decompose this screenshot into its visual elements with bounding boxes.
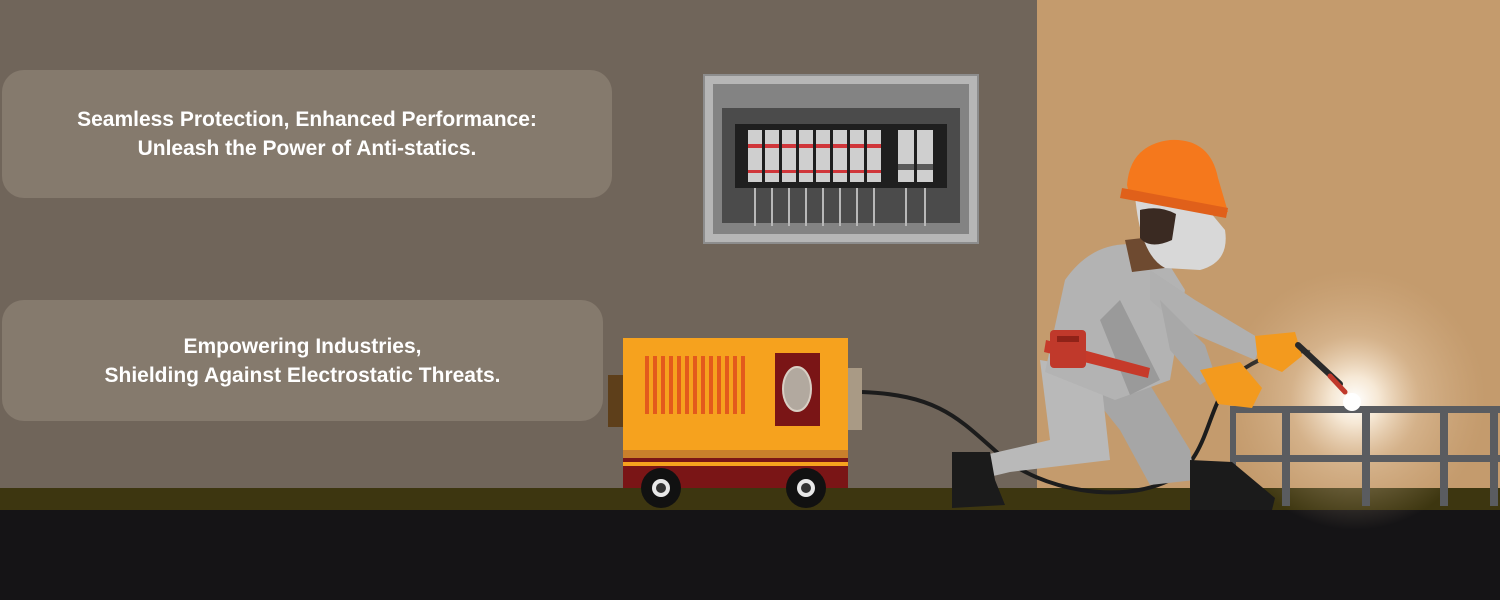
metal-fence <box>1230 406 1500 506</box>
caption-empowering-line-1: Empowering Industries, <box>183 334 422 358</box>
caption-empowering-line-2: Shielding Against Electrostatic Threats. <box>104 363 501 387</box>
caption-empowering: Empowering Industries, Shielding Against… <box>2 300 603 421</box>
welding-spark <box>1343 393 1361 411</box>
caption-protection-line-2: Unleash the Power of Anti-statics. <box>137 137 477 160</box>
floor <box>0 510 1500 600</box>
electrical-panel <box>703 74 979 244</box>
caption-protection: Seamless Protection, Enhanced Performanc… <box>2 70 612 198</box>
generator <box>608 338 862 508</box>
caption-protection-line-1: Seamless Protection, Enhanced Performanc… <box>77 108 537 131</box>
welder-worker <box>952 139 1361 510</box>
